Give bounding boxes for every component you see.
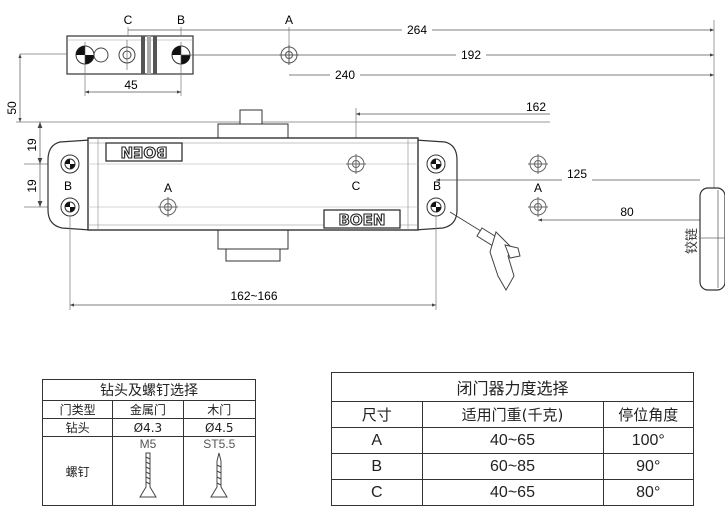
dim-162-166-text: 162~166 [230, 289, 277, 303]
door-hinge [699, 187, 725, 291]
dim-192-text: 192 [461, 48, 481, 62]
drill-table-title: 钻头及螺钉选择 [42, 379, 256, 401]
screw-row-label: 螺钉 [41, 436, 114, 506]
machine-screw-icon [139, 452, 157, 498]
dim-240-text: 240 [335, 68, 355, 82]
dim-45: 45 [84, 68, 182, 96]
force-table-title: 闭门器力度选择 [331, 372, 694, 402]
label-b-top: B [177, 13, 185, 27]
body-hole-right-bottom [426, 197, 446, 217]
dim-125-text: 125 [567, 167, 587, 181]
label-a-top: A [285, 13, 293, 27]
screwdriver-icon [449, 211, 521, 292]
mounting-bracket [66, 35, 194, 75]
label-a-body: A [164, 181, 172, 195]
dim-45-text: 45 [124, 78, 138, 92]
label-b-right: B [433, 179, 441, 193]
force-row-c-size: C [331, 479, 423, 506]
dim-162: 162 [355, 100, 550, 150]
dim-264-text: 264 [407, 23, 427, 37]
label-a-right: A [534, 181, 542, 195]
drill-row-metal: Ø4.3 [112, 418, 184, 437]
target-mark-a-body [158, 197, 178, 217]
force-row-a-angle: 100° [602, 427, 694, 454]
dim-162-166: 162~166 [69, 216, 437, 310]
dim-50: 50 [5, 54, 22, 122]
force-row-b: B 60~85 90° [331, 453, 694, 480]
force-row-b-size: B [331, 453, 423, 480]
dim-80-text: 80 [620, 205, 634, 219]
drill-header-wood: 木门 [182, 400, 257, 419]
force-header-angle: 停位角度 [602, 401, 694, 428]
force-row-a: A 40~65 100° [331, 427, 694, 454]
door-closer-drawing: C B A 264 192 240 45 50 162 [5, 13, 725, 310]
brand-plate-top: BOEN [105, 142, 183, 162]
closer-body [47, 109, 458, 262]
screw-metal-text: M5 [139, 437, 157, 451]
drill-screw-table: 钻头及螺钉选择 门类型 金属门 木门 钻头 Ø4.3 Ø4.5 螺钉 M5 ST… [41, 379, 257, 506]
dim-80: 80 [538, 204, 700, 222]
wood-screw-icon [210, 452, 229, 498]
force-row-c-angle: 80° [602, 479, 694, 506]
force-row-b-angle: 90° [602, 453, 694, 480]
brand-text-top: BOEN [121, 143, 168, 161]
screw-cell-wood: ST5.5 [182, 436, 257, 506]
label-b-left: B [64, 179, 72, 193]
force-row-a-weight: 40~65 [421, 427, 604, 454]
dim-162-text: 162 [526, 100, 546, 114]
dim-240: 240 [289, 67, 714, 82]
force-header-size: 尺寸 [331, 401, 423, 428]
dim-19-19: 19 19 [24, 122, 70, 208]
target-mark-a-right [528, 197, 548, 217]
force-header-weight: 适用门重(千克) [421, 401, 604, 428]
dim-192: 192 [181, 47, 714, 62]
body-hole-right-top [426, 154, 446, 174]
force-row-b-weight: 60~85 [421, 453, 604, 480]
force-row-c-weight: 40~65 [421, 479, 604, 506]
dim-19b-text: 19 [25, 179, 39, 193]
drill-row-label: 钻头 [41, 418, 114, 437]
screw-cell-metal: M5 [112, 436, 184, 506]
brand-text-bottom: BOEN [339, 211, 386, 229]
force-row-a-size: A [331, 427, 423, 454]
hinge-label: 铰链 [685, 228, 700, 254]
force-row-c: C 40~65 80° [331, 479, 694, 506]
dim-50-text: 50 [5, 101, 19, 115]
target-mark-c-body [346, 154, 366, 174]
dim-19a-text: 19 [25, 138, 39, 152]
dim-125: 125 [436, 167, 700, 183]
body-hole-left-top [60, 154, 80, 174]
label-c-body: C [352, 179, 361, 193]
dim-264: 264 [128, 22, 714, 37]
closer-force-table: 闭门器力度选择 尺寸 适用门重(千克) 停位角度 A 40~65 100° B … [331, 372, 694, 506]
screw-wood-text: ST5.5 [203, 437, 236, 451]
brand-plate-bottom: BOEN [323, 209, 401, 230]
drill-row-wood: Ø4.5 [182, 418, 257, 437]
drill-header-door-type: 门类型 [41, 400, 114, 419]
drill-header-metal: 金属门 [112, 400, 184, 419]
body-hole-left-bottom [60, 197, 80, 217]
label-c-top: C [124, 13, 133, 27]
target-mark-c-right [528, 154, 548, 174]
